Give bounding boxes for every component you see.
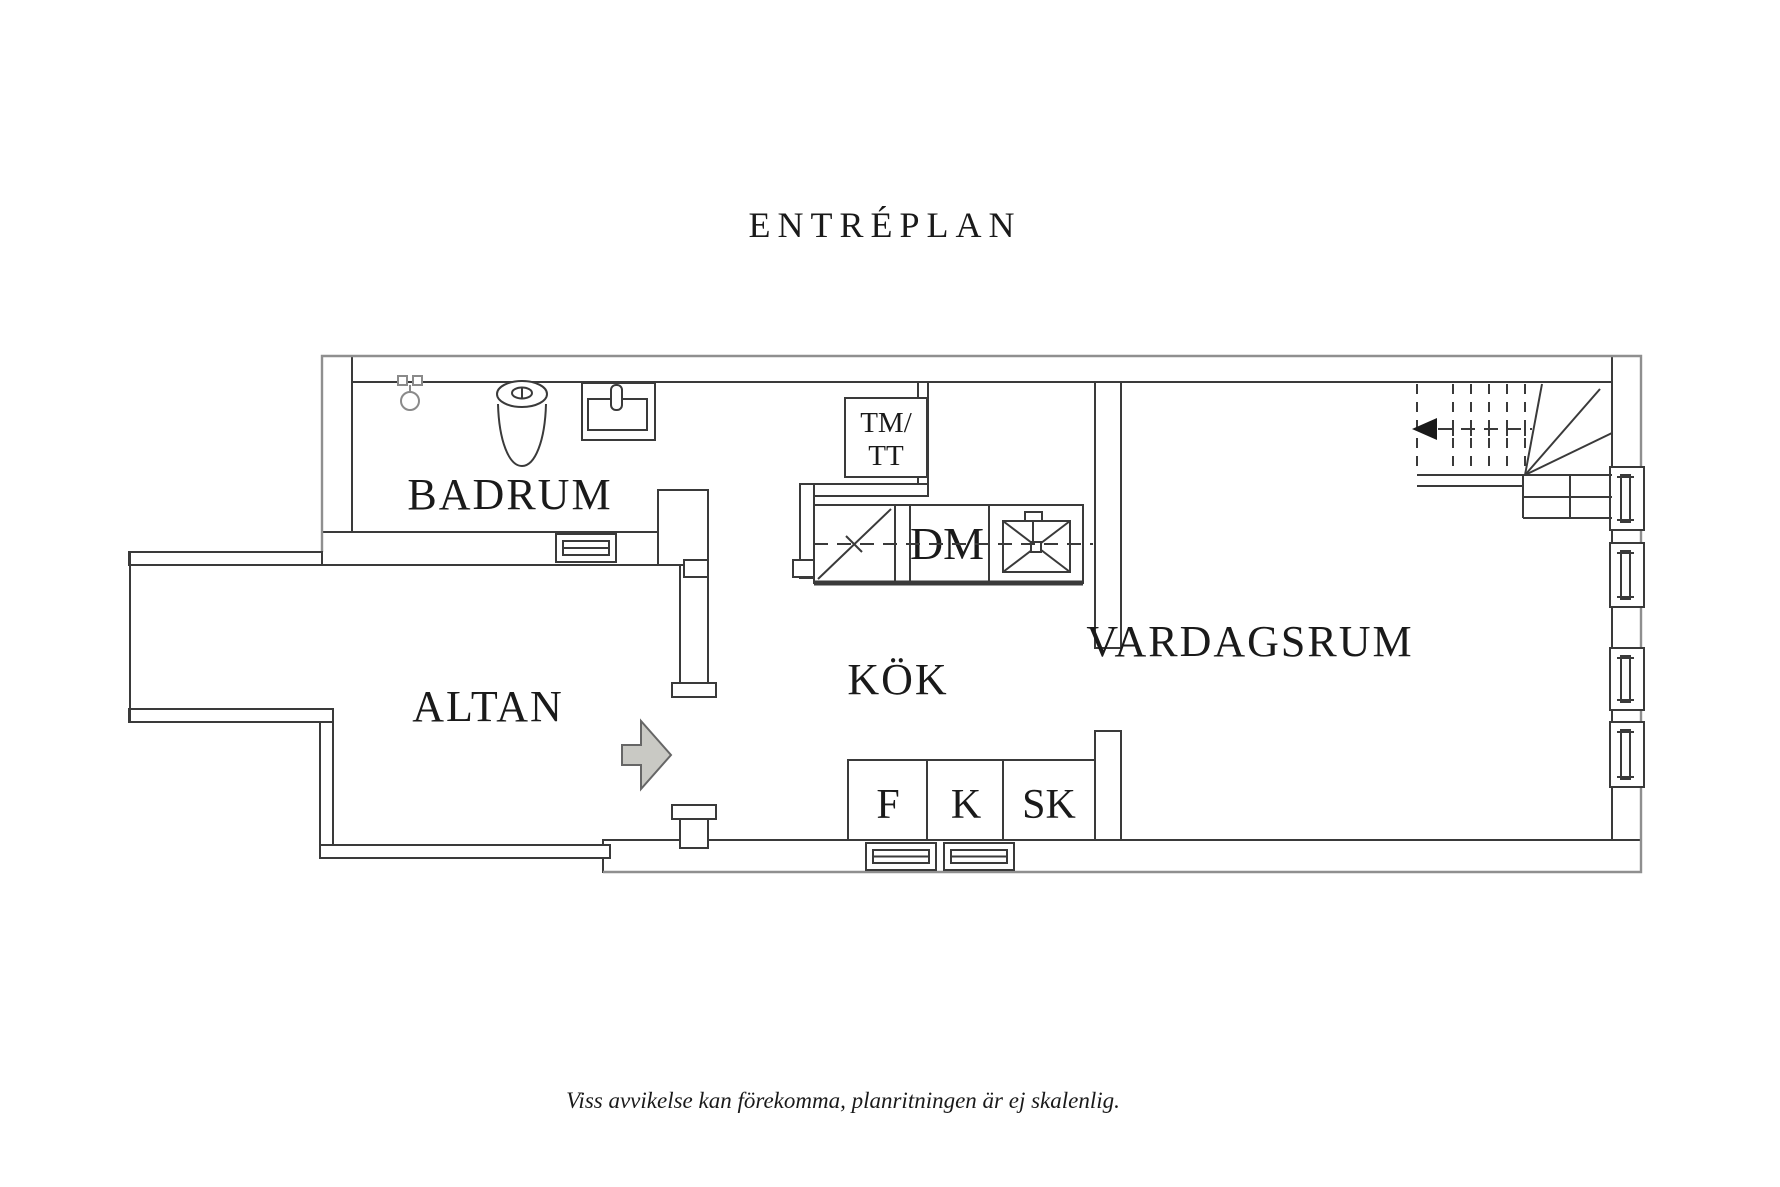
window bbox=[1609, 542, 1645, 608]
cabinet-label: SK bbox=[1022, 782, 1076, 828]
bathroom-fixtures bbox=[397, 375, 656, 468]
altan-railings bbox=[128, 551, 611, 859]
dishwasher-label: DM bbox=[910, 518, 984, 569]
wall-right bbox=[1611, 355, 1642, 873]
drainboard-icon bbox=[817, 508, 892, 580]
bathroom-threshold bbox=[555, 533, 617, 563]
low-windows bbox=[555, 533, 1015, 871]
laundry-closet-label-line1: TM/ bbox=[860, 407, 913, 439]
room-label-vardagsrum: VARDAGSRUM bbox=[1086, 617, 1413, 666]
door-jamb bbox=[671, 682, 717, 698]
staircase bbox=[1412, 383, 1613, 519]
room-label-badrum: BADRUM bbox=[407, 470, 612, 519]
kitchen-sink-icon bbox=[1002, 511, 1071, 573]
wall-entry-a-top bbox=[657, 489, 709, 566]
wall-b-horizontal bbox=[799, 483, 929, 497]
window bbox=[1609, 721, 1645, 788]
window bbox=[1609, 466, 1645, 531]
freezer-label: F bbox=[876, 782, 899, 828]
low-window bbox=[943, 842, 1015, 871]
windows bbox=[1609, 466, 1645, 788]
wall-top bbox=[321, 355, 1642, 383]
cabinet-row: F K SK bbox=[847, 759, 1096, 841]
wall-left-upper bbox=[321, 355, 353, 555]
washbasin-icon bbox=[581, 382, 656, 441]
toilet-icon bbox=[496, 380, 548, 468]
entrance-arrow-icon bbox=[621, 718, 673, 792]
altan-rail-east bbox=[319, 721, 334, 859]
outer-boundary bbox=[320, 354, 1643, 874]
wall-kitchen-livingroom-upper bbox=[1094, 381, 1122, 649]
cabinet-row-outline bbox=[847, 759, 1096, 841]
labels: ENTRÉPLAN BADRUM ALTAN KÖK VARDAGSRUM Vi… bbox=[407, 205, 1413, 1113]
shower-icon bbox=[397, 375, 423, 411]
disclaimer-text: Viss avvikelse kan förekomma, planritnin… bbox=[566, 1088, 1120, 1113]
laundry-closet-box bbox=[844, 397, 928, 478]
low-window bbox=[865, 842, 937, 871]
altan-rail-south bbox=[128, 708, 334, 723]
stair-direction-arrow-icon bbox=[1412, 418, 1437, 440]
kitchen-counter: DM bbox=[813, 504, 1093, 586]
window bbox=[1609, 647, 1645, 711]
page-title: ENTRÉPLAN bbox=[749, 205, 1022, 245]
door-jamb bbox=[671, 804, 717, 820]
altan-rail-north bbox=[128, 551, 323, 566]
wall-entry-a-mid bbox=[679, 564, 709, 698]
fridge-label: K bbox=[951, 782, 981, 828]
wall-kitchen-livingroom-lower bbox=[1094, 730, 1122, 841]
laundry-closet-label-line2: TT bbox=[868, 440, 904, 472]
door-jamb bbox=[683, 559, 709, 578]
winder-treads bbox=[1524, 383, 1613, 476]
laundry-closet: TM/ TT bbox=[844, 397, 928, 478]
room-label-altan: ALTAN bbox=[412, 682, 564, 731]
altan-rail-bottom bbox=[319, 844, 611, 859]
wall-bottom bbox=[602, 839, 1642, 873]
interior-walls bbox=[321, 381, 1122, 849]
room-label-kok: KÖK bbox=[847, 655, 948, 704]
